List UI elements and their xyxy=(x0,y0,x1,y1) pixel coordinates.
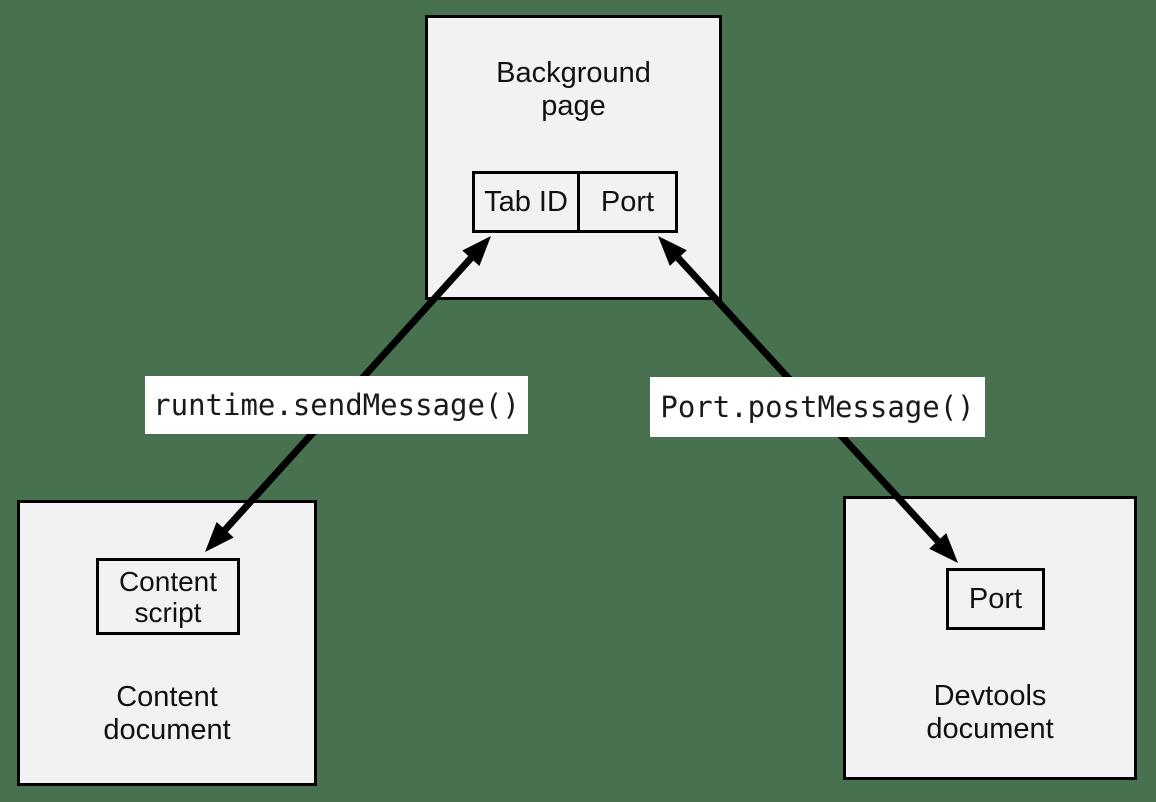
devtools-document-title: Devtools document xyxy=(926,680,1054,745)
node-devtools-document: Port Devtools document xyxy=(843,496,1137,780)
cell-port: Port xyxy=(580,171,678,233)
node-content-document: Content script Content document xyxy=(17,500,317,786)
cell-tab-id: Tab ID xyxy=(472,171,580,233)
edge-label-port-post-message: Port.postMessage() xyxy=(650,377,985,437)
node-background-page: Background page Tab ID Port xyxy=(425,15,722,300)
edge-label-runtime-send-message: runtime.sendMessage() xyxy=(145,376,528,434)
background-page-cells: Tab ID Port xyxy=(472,171,678,233)
node-devtools-port: Port xyxy=(946,568,1045,630)
background-page-title: Background page xyxy=(496,57,651,122)
node-content-script: Content script xyxy=(96,558,240,635)
content-document-title: Content document xyxy=(103,681,231,746)
